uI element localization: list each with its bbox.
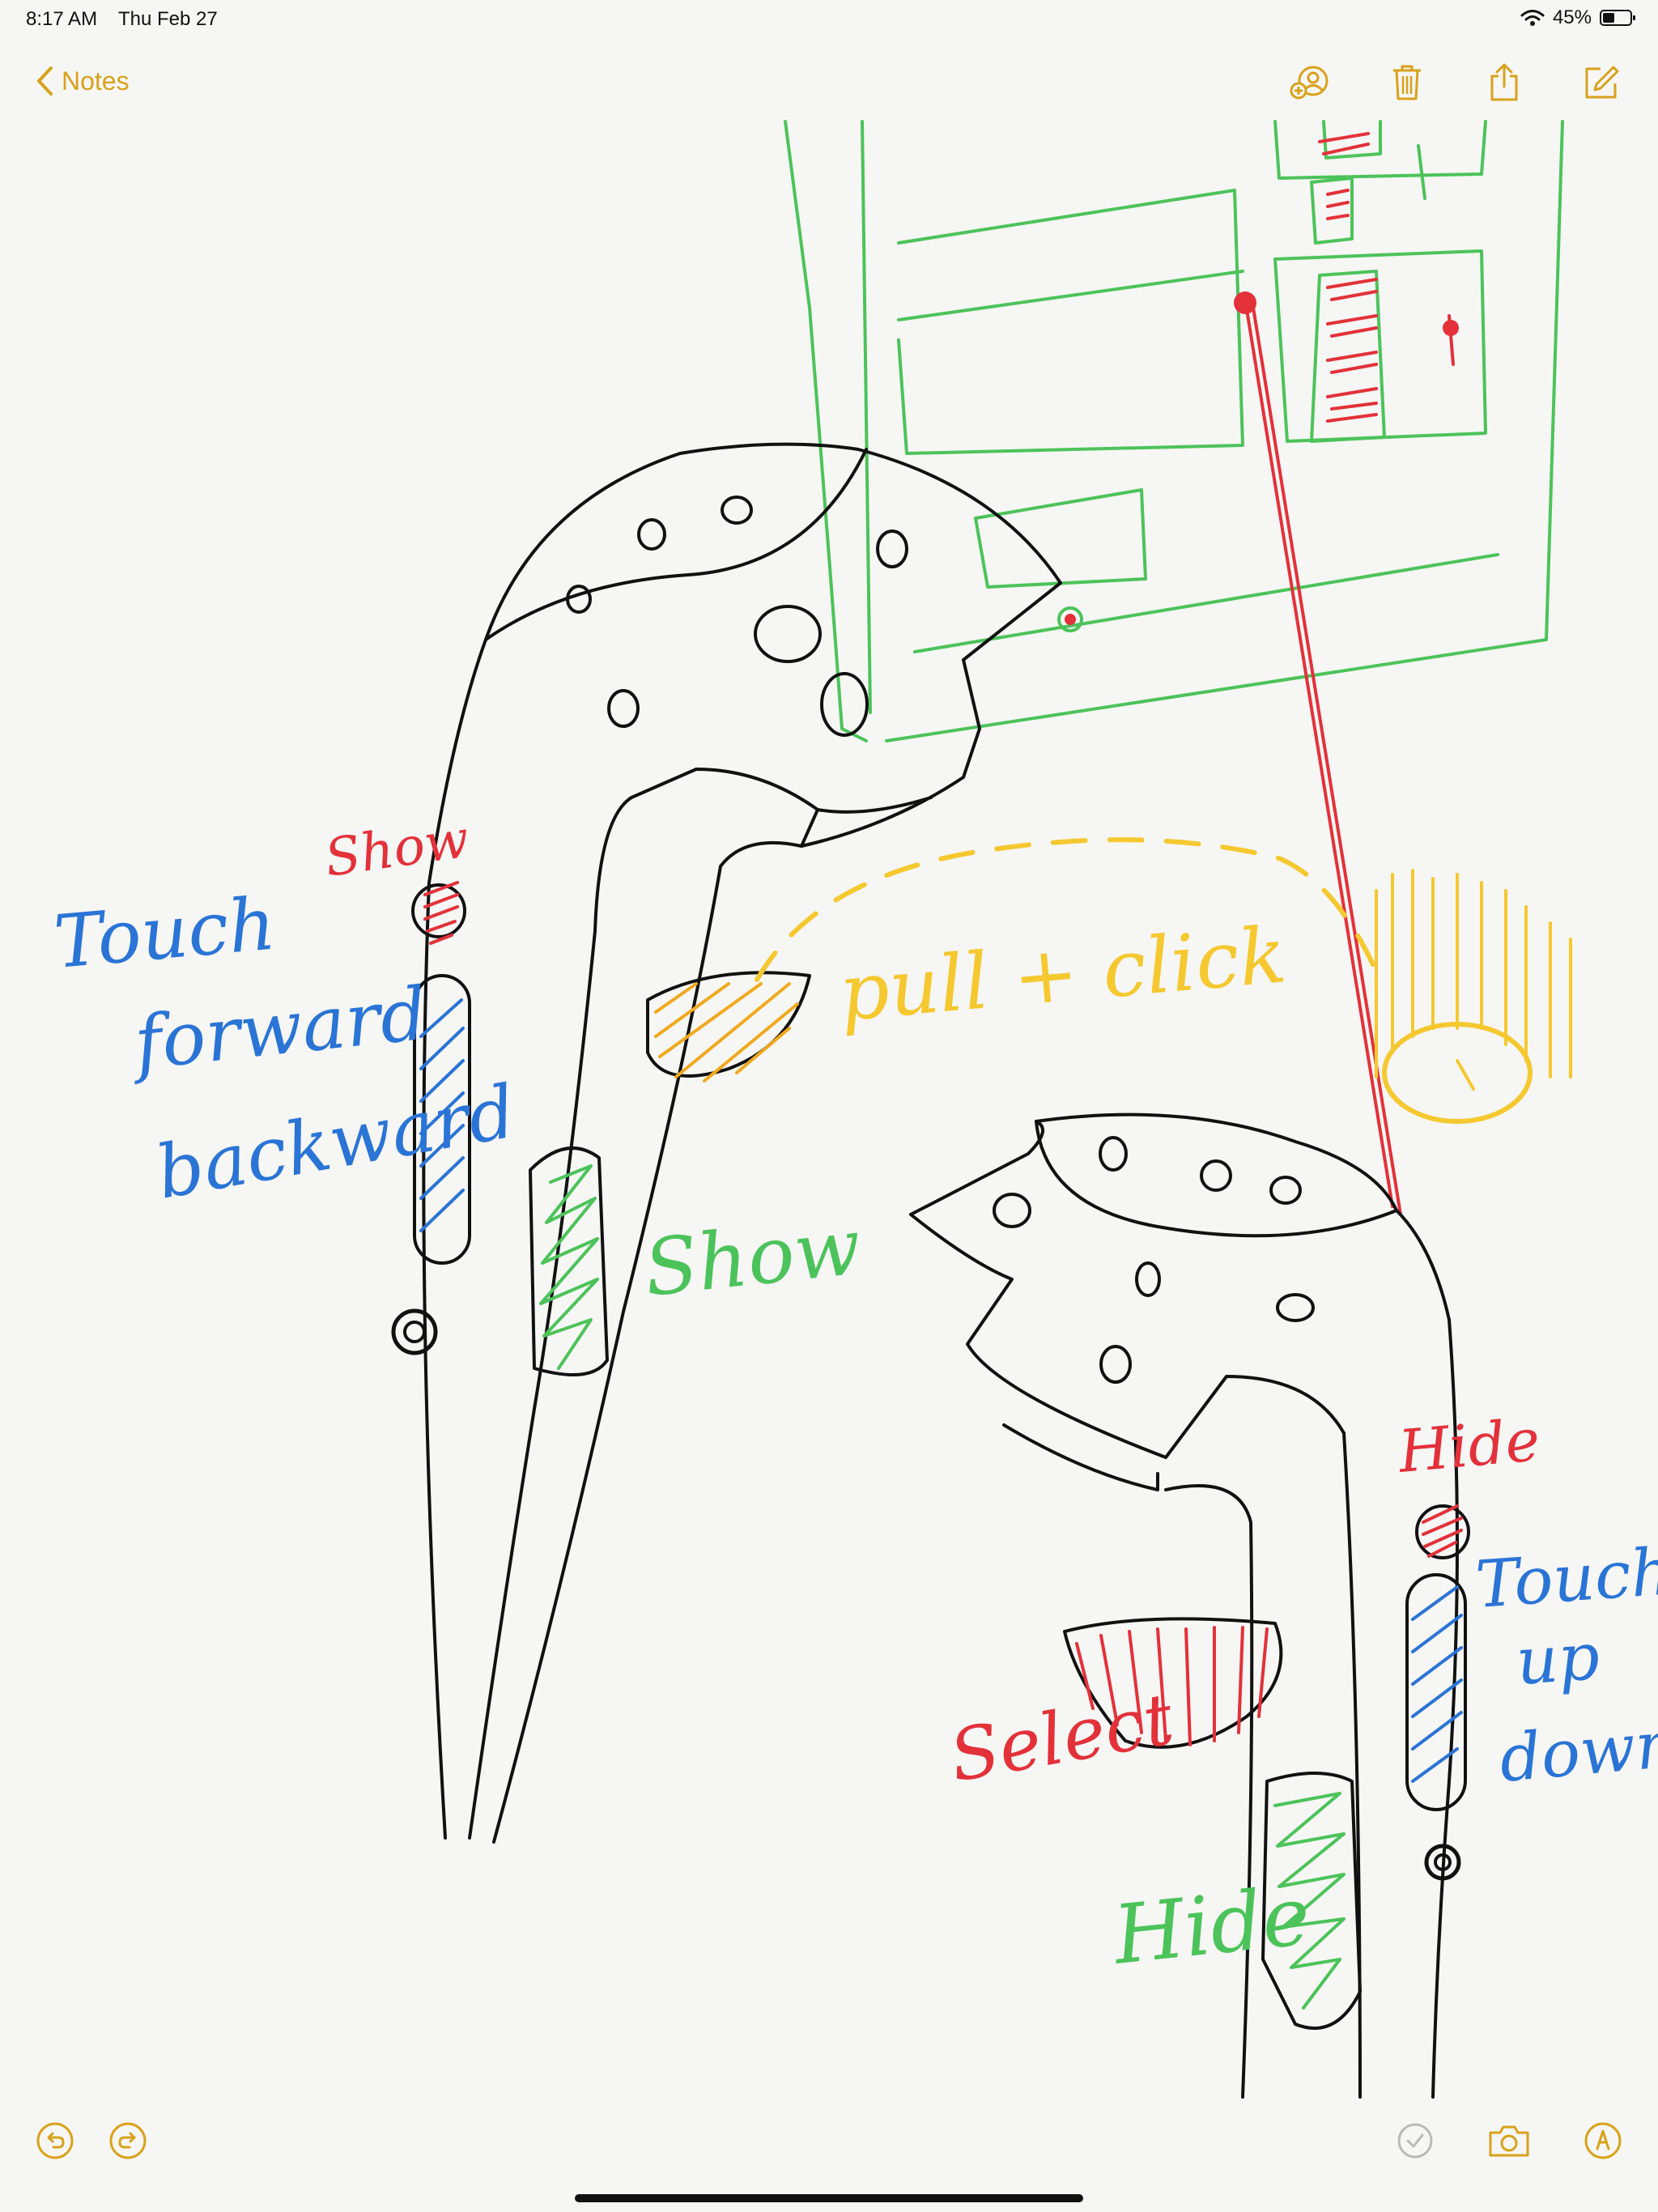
markup-icon — [1584, 2121, 1622, 2160]
label-show-top: Show — [321, 810, 473, 889]
green-circle-marker-dot — [1065, 614, 1076, 625]
home-indicator[interactable] — [575, 2194, 1083, 2202]
undo-button[interactable] — [32, 2118, 78, 2163]
label-up: up — [1514, 1619, 1602, 1699]
controller-left-bottom-button — [393, 1311, 436, 1353]
camera-icon — [1487, 2123, 1531, 2159]
ui-panel-sketch — [785, 121, 1562, 741]
bottom-bar — [0, 2105, 1658, 2212]
label-hide-red: Hide — [1394, 1406, 1542, 1486]
label-pull-click: pull + click — [835, 909, 1290, 1039]
camera-button[interactable] — [1486, 2118, 1532, 2163]
drawing-canvas[interactable]: Show Touch forward backward pull + click… — [0, 113, 1658, 2105]
label-touch-right: Touch — [1473, 1534, 1658, 1623]
sketch-drawing: Show Touch forward backward pull + click… — [0, 0, 1658, 2105]
controller-right-blue-touchpad-hatch — [1413, 1587, 1461, 1781]
checklist-button[interactable] — [1392, 2118, 1438, 2163]
controller-left-grip-hatch — [541, 1166, 597, 1368]
controller-left-top-button — [413, 885, 465, 937]
bottom-bar-left — [32, 2118, 151, 2163]
controller-left-trigger-sketch — [648, 972, 810, 1081]
controller-left-bottom-button-inner — [405, 1322, 424, 1342]
yellow-burst — [1376, 870, 1571, 1121]
bottom-bar-right — [1392, 2118, 1626, 2163]
label-forward: forward — [125, 972, 431, 1087]
redo-button[interactable] — [105, 2118, 151, 2163]
markup-button[interactable] — [1580, 2118, 1626, 2163]
label-touch: Touch — [51, 881, 279, 985]
slider-dot — [1443, 320, 1459, 336]
undo-icon — [36, 2121, 74, 2160]
checklist-icon — [1396, 2121, 1435, 2160]
label-hide-green: Hide — [1107, 1868, 1314, 1983]
redo-icon — [108, 2121, 147, 2160]
pointer-origin-dot — [1234, 291, 1256, 314]
label-select: Select — [944, 1677, 1180, 1798]
label-show-green: Show — [640, 1202, 865, 1314]
label-down: down — [1497, 1706, 1658, 1797]
label-backward: backward — [151, 1070, 522, 1216]
